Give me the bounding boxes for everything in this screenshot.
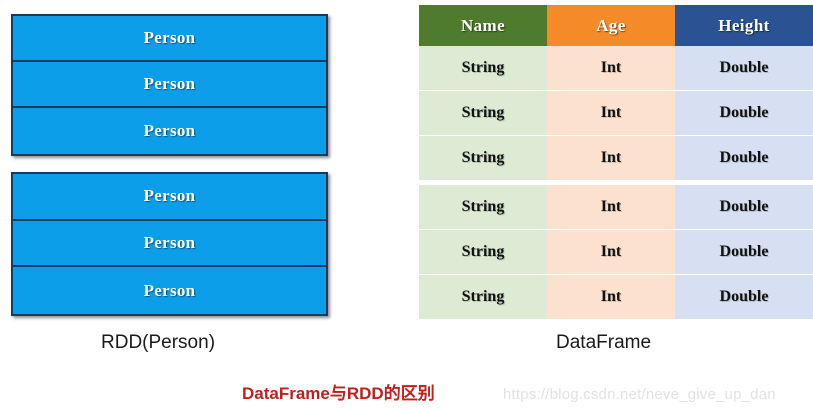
cell-age: Int — [547, 91, 675, 136]
dataframe-diagram: Name Age Height String Int Double String… — [419, 5, 813, 319]
cell-name: String — [419, 275, 547, 319]
column-header-height: Height — [675, 5, 813, 46]
cell-height: Double — [675, 91, 813, 136]
cell-name: String — [419, 91, 547, 136]
rdd-record-row: Person — [13, 220, 326, 268]
rdd-partition-1: Person Person Person — [11, 14, 328, 156]
column-header-age: Age — [547, 5, 675, 46]
cell-age: Int — [547, 46, 675, 91]
cell-name: String — [419, 46, 547, 91]
rdd-record-row: Person — [13, 107, 326, 154]
rdd-record-row: Person — [13, 174, 326, 221]
rdd-record-row: Person — [13, 16, 326, 62]
rdd-record-label: Person — [143, 232, 196, 252]
rdd-diagram: Person Person Person Person Person Perso… — [0, 0, 400, 330]
table-header-row: Name Age Height — [419, 5, 813, 46]
cell-age: Int — [547, 275, 675, 319]
table-row: String Int Double — [419, 230, 813, 275]
rdd-record-label: Person — [143, 186, 196, 206]
dataframe-table: Name Age Height String Int Double String… — [419, 5, 813, 319]
table-row: String Int Double — [419, 275, 813, 319]
rdd-record-label: Person — [143, 73, 196, 93]
cell-age: Int — [547, 136, 675, 185]
cell-height: Double — [675, 136, 813, 185]
dataframe-caption: DataFrame — [556, 332, 652, 353]
rdd-record-label: Person — [143, 280, 196, 300]
table-row: String Int Double — [419, 185, 813, 230]
cell-name: String — [419, 230, 547, 275]
cell-name: String — [419, 185, 547, 230]
table-row: String Int Double — [419, 46, 813, 91]
rdd-record-label: Person — [143, 27, 196, 47]
cell-height: Double — [675, 230, 813, 275]
rdd-record-row: Person — [13, 267, 326, 314]
watermark-url: https://blog.csdn.net/neve_give_up_dan — [503, 386, 776, 403]
table-row: String Int Double — [419, 91, 813, 136]
cell-name: String — [419, 136, 547, 185]
diagram-title: DataFrame与RDD的区别 — [242, 384, 435, 403]
column-header-name: Name — [419, 5, 547, 46]
cell-age: Int — [547, 185, 675, 230]
rdd-record-label: Person — [143, 120, 196, 140]
table-row: String Int Double — [419, 136, 813, 185]
rdd-caption: RDD(Person) — [101, 332, 216, 353]
cell-height: Double — [675, 185, 813, 230]
cell-height: Double — [675, 46, 813, 91]
rdd-record-row: Person — [13, 61, 326, 108]
cell-height: Double — [675, 275, 813, 319]
cell-age: Int — [547, 230, 675, 275]
rdd-partition-2: Person Person Person — [11, 172, 328, 316]
